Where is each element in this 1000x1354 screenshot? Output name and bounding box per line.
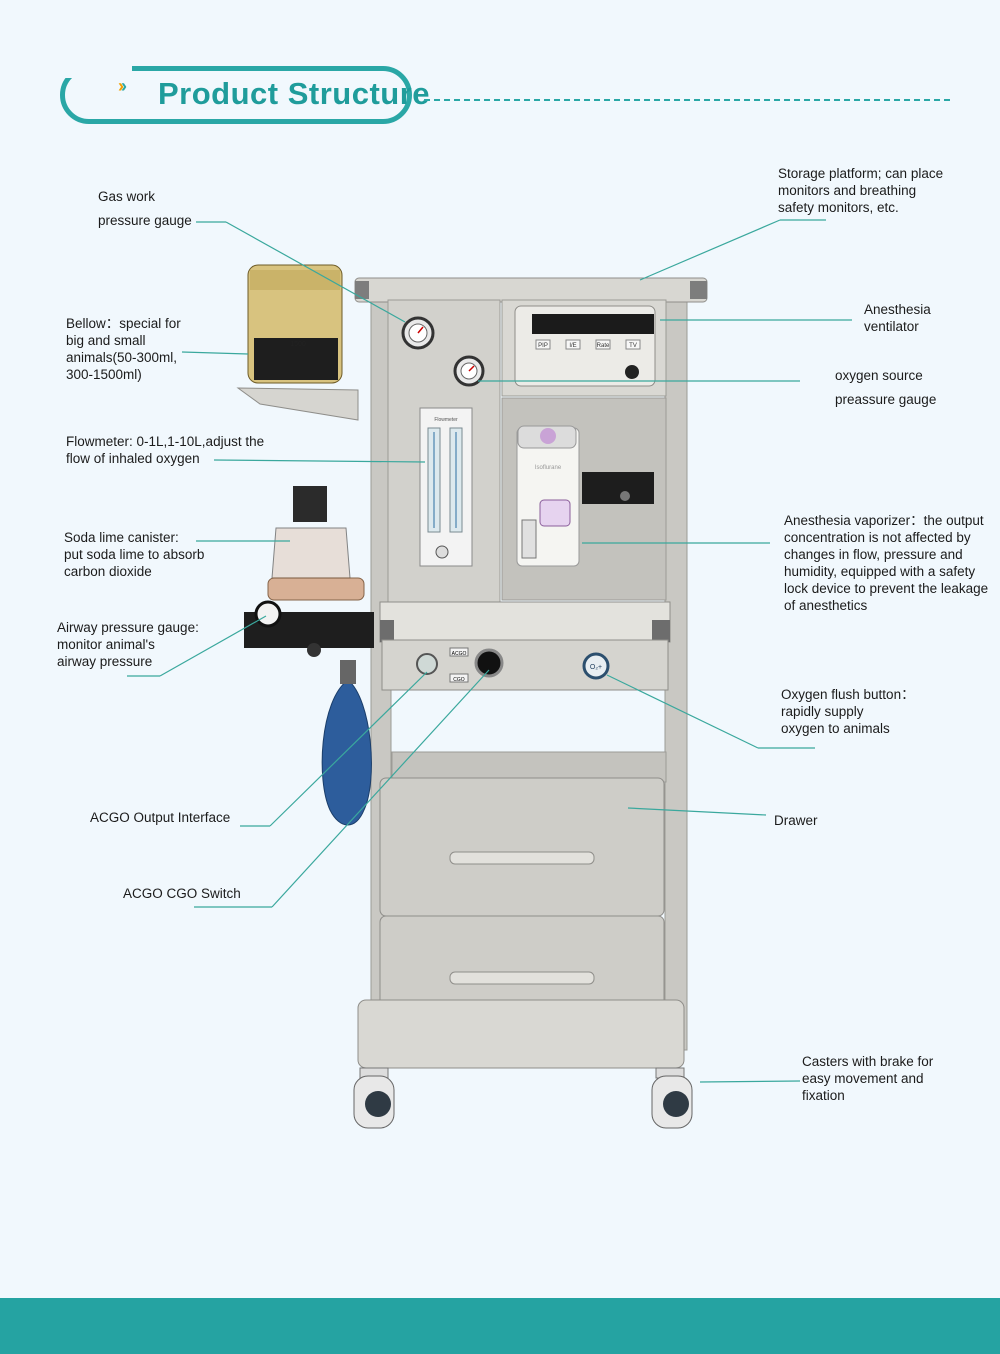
label-vaporizer: Anesthesia vaporizer：the output concentr… xyxy=(784,513,989,613)
footer-band xyxy=(0,1298,1000,1354)
label-ventilator: Anesthesia ventilator xyxy=(864,302,931,334)
label-drawer: Drawer xyxy=(774,813,818,828)
ventilator-display xyxy=(532,314,654,334)
drawer-upper-handle xyxy=(449,851,595,865)
flush-button-label: O₂+ xyxy=(590,664,602,671)
label-storage-platform: Storage platform; can place monitors and… xyxy=(778,166,944,215)
label-gas-work: Gas work xyxy=(98,189,156,204)
base xyxy=(357,999,685,1069)
vaporizer-brand: Isoflurane xyxy=(535,465,562,471)
canister-top xyxy=(293,486,327,522)
bellow-scale: 1500 xyxy=(290,341,306,348)
flowmeter-brand: Flowmeter xyxy=(434,417,458,423)
title-dashed-line xyxy=(424,99,950,101)
label-casters: Casters with brake for easy movement and… xyxy=(802,1054,934,1103)
ventilator-key-tv: TV xyxy=(629,343,637,349)
ventilator-key-ie: I/E xyxy=(569,343,576,349)
lower-shelf xyxy=(391,751,667,783)
label-oxygen-flush: Oxygen flush button： rapidly supply oxyg… xyxy=(781,687,915,736)
caster-left xyxy=(353,1067,395,1129)
label-bellow: Bellow：special for big and small animals… xyxy=(66,316,181,382)
label-oxygen-source: oxygen source xyxy=(835,368,923,383)
side-shelf xyxy=(236,387,359,421)
airway-pressure-gauge xyxy=(254,600,282,628)
caster-right xyxy=(651,1067,693,1129)
label-pressure-gauge: pressure gauge xyxy=(98,213,192,228)
label-preassure-gauge: preassure gauge xyxy=(835,392,937,407)
label-airway-gauge: Airway pressure gauge: monitor animal's … xyxy=(57,620,199,669)
label-acgo-switch: ACGO CGO Switch xyxy=(123,886,241,901)
leader-casters xyxy=(699,1080,801,1083)
acgo-cgo-switch xyxy=(474,648,504,678)
ventilator-key-pip: PIP xyxy=(538,343,548,349)
title-badge-gap xyxy=(62,66,132,78)
label-acgo-output: ACGO Output Interface xyxy=(90,810,231,825)
leader-flowmeter xyxy=(213,459,426,463)
panel-label-cgo: CGO xyxy=(453,677,465,683)
leader-flush xyxy=(606,674,759,749)
ventilator-knob xyxy=(625,365,639,379)
oxygen-flush-button xyxy=(582,652,610,680)
page-title: Product Structure xyxy=(158,76,431,111)
acgo-output-port xyxy=(416,653,438,675)
label-soda-lime: Soda lime canister: put soda lime to abs… xyxy=(64,530,205,579)
leader-bellow xyxy=(181,351,249,355)
ventilator-key-rate: Rate xyxy=(597,343,610,349)
label-flowmeter: Flowmeter: 0-1L,1-10L,adjust the flow of… xyxy=(66,434,265,466)
lower-panel xyxy=(379,601,671,643)
panel-label-acgo: ACGO xyxy=(452,651,467,657)
drawer-lower-handle xyxy=(449,971,595,985)
leader-drawer xyxy=(627,807,767,816)
